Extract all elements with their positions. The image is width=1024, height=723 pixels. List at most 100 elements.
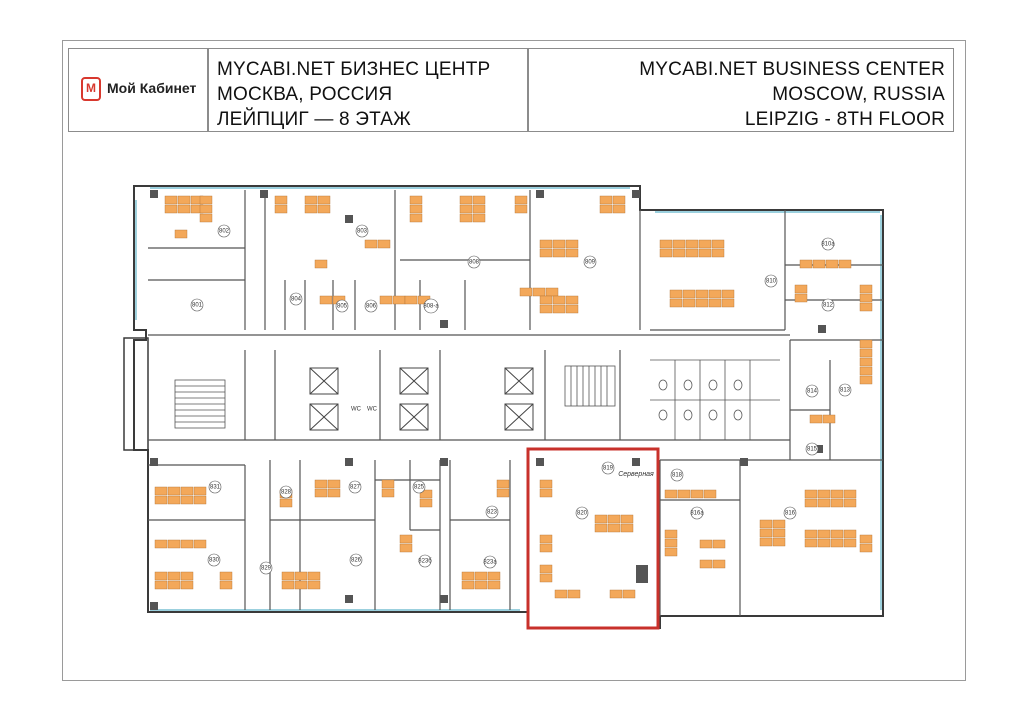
desk (772, 519, 786, 529)
desk (539, 564, 553, 574)
desk (314, 488, 328, 498)
desk (794, 284, 808, 294)
desk (567, 589, 581, 599)
desk (193, 539, 207, 549)
desk (664, 489, 678, 499)
en-title-line-1: MYCABI.NET BUSINESS CENTER (639, 59, 945, 80)
partitions (148, 190, 883, 616)
desk (620, 523, 634, 533)
desk (690, 489, 704, 499)
room-labels: 801 802 803 804 805 806 808 808-a 809 81… (190, 224, 852, 575)
desk (274, 204, 288, 214)
desk (843, 538, 857, 548)
desk (859, 543, 873, 553)
room-810: 810 (766, 279, 777, 285)
desk (404, 295, 418, 305)
desk (664, 538, 678, 548)
desk (539, 295, 553, 305)
server-room-label: Серверная (618, 471, 654, 478)
room-813: 813 (840, 388, 851, 394)
desk (817, 489, 831, 499)
desk (695, 289, 709, 299)
desk (545, 287, 559, 297)
desk (461, 571, 475, 581)
desk (327, 479, 341, 489)
desk (377, 239, 391, 249)
desk (539, 304, 553, 314)
desk (519, 287, 533, 297)
desk (859, 375, 873, 385)
desk (164, 195, 178, 205)
desk (565, 295, 579, 305)
room-805: 805 (337, 304, 348, 310)
desk (409, 195, 423, 205)
columns (150, 190, 826, 610)
desk (552, 248, 566, 258)
desk (472, 195, 486, 205)
desk (672, 248, 686, 258)
desk (199, 204, 213, 214)
highlighted-room-820[interactable] (526, 447, 660, 630)
desk (759, 528, 773, 538)
room-830: 830 (209, 558, 220, 564)
desk (539, 573, 553, 583)
desk (539, 479, 553, 489)
desk (364, 239, 378, 249)
desk (622, 589, 636, 599)
desk (281, 580, 295, 590)
room-823a: 823a (483, 560, 497, 566)
desk (177, 204, 191, 214)
floor-plan-sheet (62, 40, 966, 681)
desk (514, 204, 528, 214)
desk (314, 479, 328, 489)
logo-cell: М Мой Кабинет (68, 48, 208, 132)
desk (219, 580, 233, 590)
desk (672, 239, 686, 249)
desk (294, 571, 308, 581)
desk (599, 204, 613, 214)
desk (459, 213, 473, 223)
room-814: 814 (807, 389, 818, 395)
desk (859, 339, 873, 349)
desk (685, 248, 699, 258)
building-walls (123, 185, 884, 629)
desk (319, 295, 333, 305)
desk (167, 495, 181, 505)
desk (812, 259, 826, 269)
desk (304, 204, 318, 214)
desk (539, 488, 553, 498)
desk (167, 571, 181, 581)
desk (804, 538, 818, 548)
room-828: 828 (281, 490, 292, 496)
desk (843, 529, 857, 539)
desk (817, 529, 831, 539)
room-808a: 808-a (423, 304, 439, 310)
desk (612, 204, 626, 214)
desk (599, 195, 613, 205)
desk (712, 559, 726, 569)
desk (712, 539, 726, 549)
desk (620, 514, 634, 524)
desk (830, 529, 844, 539)
room-831: 831 (210, 485, 221, 491)
room-829: 829 (261, 566, 272, 572)
desk (539, 534, 553, 544)
desk (193, 495, 207, 505)
room-808: 808 (469, 260, 480, 266)
desk (307, 571, 321, 581)
desk (496, 488, 510, 498)
desk (532, 287, 546, 297)
desk (794, 293, 808, 303)
desk (659, 248, 673, 258)
room-815: 815 (807, 447, 818, 453)
desk (177, 195, 191, 205)
stairs-east (564, 365, 616, 407)
desk (859, 357, 873, 367)
desk (474, 580, 488, 590)
desk (317, 204, 331, 214)
room-802: 802 (219, 229, 230, 235)
desk (419, 489, 433, 499)
desk (594, 523, 608, 533)
desk (399, 534, 413, 544)
room-801: 801 (192, 303, 203, 309)
